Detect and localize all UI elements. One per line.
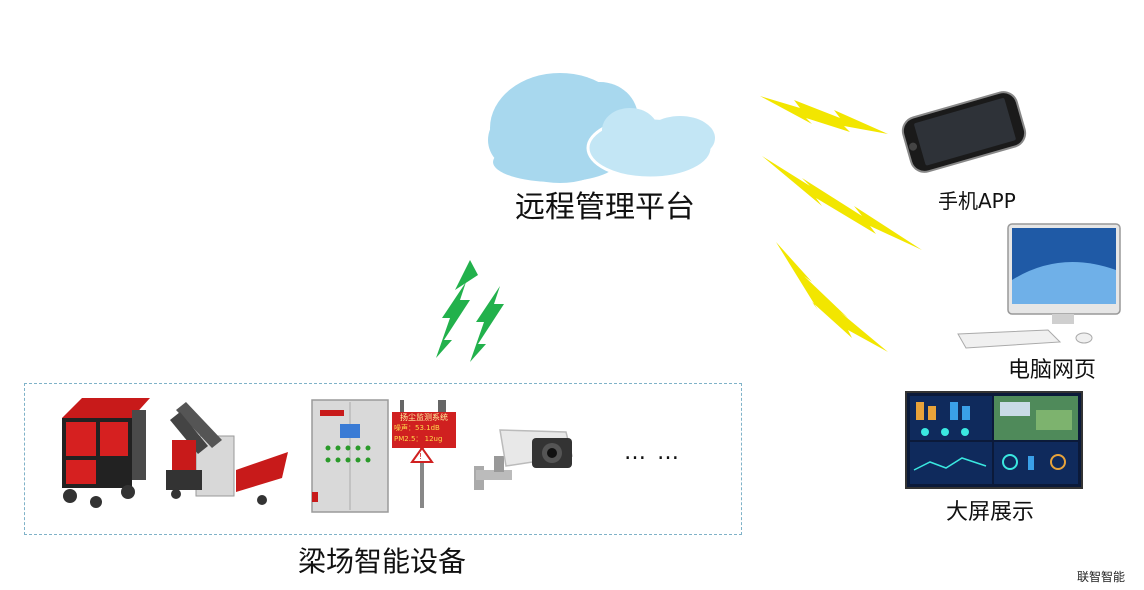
phone-app-label: 手机APP [938,189,1016,213]
dust-monitor-device-icon: ! [392,400,456,508]
desktop-computer-icon [957,223,1121,349]
devices-label: 梁场智能设备 [298,545,467,578]
large-screen-display-icon [905,391,1083,489]
dust-monitor-pm25: PM2.5： 12ug [394,435,443,443]
security-camera-device-icon [474,429,573,490]
devices-container [24,383,742,535]
more-devices-ellipsis: … … [624,440,681,465]
uplink-signal-icon [436,260,504,362]
dust-monitor-noise: 噪声：53.1dB [394,424,440,432]
hopper-machine-device-icon [166,402,288,505]
cloud-icon [488,73,715,183]
smartphone-icon [901,91,1027,173]
dust-monitor-board: 扬尘监测系统 噪声：53.1dB PM2.5： 12ug [392,412,456,448]
red-cart-device-icon [62,398,150,508]
brand-watermark: 联智智能 [1077,570,1126,584]
dust-monitor-title: 扬尘监测系统 [400,413,448,422]
pc-web-label: 电脑网页 [1008,358,1097,383]
platform-label: 远程管理平台 [515,190,695,225]
big-screen-label: 大屏展示 [946,500,1035,525]
downlink-signal-icon [760,96,922,352]
svg-text:!: ! [419,452,422,461]
control-cabinet-device-icon [311,399,389,513]
